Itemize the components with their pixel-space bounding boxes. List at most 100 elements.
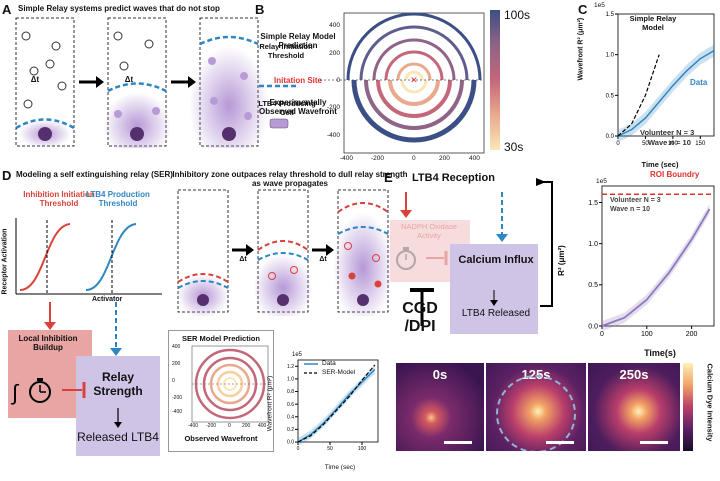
ser-rings: [191, 345, 269, 423]
e-chart-xlabel: Time(s): [644, 348, 676, 358]
panel-letter-e: E: [384, 170, 393, 185]
ser-frames: [177, 189, 393, 316]
e-wave-count: Wave n = 10: [610, 206, 651, 213]
ser-frame-1: [177, 189, 229, 316]
y-tick-label: 0.0: [588, 323, 598, 330]
e-chart-ylabel: R² (μm²): [556, 245, 566, 276]
d-chart-xlabel: Time (sec): [324, 464, 356, 471]
series-line-1: [617, 54, 660, 137]
x-tick-label: 100: [358, 446, 367, 452]
microscopy-frame-0s: 0s: [396, 363, 484, 451]
e-chart-exponent: 1e5: [596, 178, 607, 185]
data-label: Data: [690, 78, 708, 87]
volunteer-count: Volunteer N = 3: [640, 128, 695, 137]
xtick: 200: [242, 423, 251, 429]
plot-frame: [297, 359, 379, 443]
label-model-prediction: Simple Relay Model Prediction: [260, 32, 336, 50]
y-tick-label: 0.5: [606, 93, 615, 99]
relay-frame-2: [103, 17, 171, 148]
ltb4-released-label: LTB4 Released: [461, 308, 531, 319]
production-sigmoid: [85, 223, 137, 291]
ser-frame-2: [253, 189, 313, 316]
ltb4-reception-label: LTB4 Reception: [412, 172, 495, 184]
y-tick-label: 1.0: [606, 53, 615, 59]
ytick: 200: [329, 50, 340, 57]
inhibition-sigmoid: [19, 223, 71, 291]
x-tick-label: 50: [642, 141, 649, 147]
panel-e-flow: [390, 178, 553, 334]
y-tick-label: 1.5: [606, 12, 615, 18]
ser-dt-1: Δt: [239, 256, 247, 263]
panel-letter-a: A: [2, 2, 12, 17]
calcium-colorbar-label: Calcium Dye Intensity: [705, 363, 715, 442]
panel-b-rings: ✕: [320, 12, 485, 154]
sigmoid-curves: [15, 218, 162, 295]
relay-frame-1: [15, 17, 75, 148]
xtick: 0: [228, 423, 231, 429]
ser-frame-3: [333, 189, 393, 316]
x-tick-label: 0: [600, 331, 604, 338]
relay-strength-label: Relay Strength: [93, 370, 143, 398]
calcium-influx-label: Calcium Influx: [458, 254, 534, 266]
released-ltb4-label: Released LTB4: [77, 430, 159, 444]
plot-frame: [601, 185, 715, 327]
xtick: 200: [439, 155, 450, 162]
panel-b-colorbar: [490, 10, 500, 150]
svg-text:∫: ∫: [10, 380, 20, 405]
nadph-label: NADPH Oxidase Activity: [401, 222, 457, 240]
activator-label: Activator: [92, 296, 123, 303]
xtick: 400: [469, 155, 480, 162]
dt-label-2: Δt: [124, 75, 134, 84]
label-observed-wavefront: Experimentally Observed Wavefront: [259, 98, 337, 116]
microscopy-frame-250s: 250s: [588, 363, 680, 451]
series-line-0: [601, 208, 711, 327]
scale-bar: [444, 441, 472, 444]
ytick: 0: [172, 378, 175, 384]
series-line-0: [297, 368, 376, 443]
panel-letter-d: D: [2, 168, 12, 183]
arrow-1: [79, 76, 104, 88]
xtick: 0: [412, 155, 416, 162]
local-inhibition-label: Local Inhibition Buildup: [18, 334, 78, 352]
cgd-dpi-label: CGD /DPI: [402, 300, 438, 335]
calcium-colorbar: [683, 363, 693, 451]
ser-flow-diagram: ∫: [8, 302, 160, 456]
panel-b-yticks: 400 200 0 -200 -400: [320, 10, 340, 150]
xtick: -400: [340, 155, 354, 162]
panel-a-diagram: [15, 17, 297, 148]
d-chart-ylabel: Wavefront R² (μm²): [266, 375, 274, 432]
legend-cell-label: LTB4 Producing Cell: [258, 99, 316, 117]
plot-frame: [617, 13, 715, 137]
wave-count: Wave n = 10: [648, 138, 691, 147]
series-band-0: [298, 365, 375, 446]
x-tick-label: 150: [695, 141, 706, 147]
x-tick-label: 0: [297, 446, 300, 452]
ytick: -400: [326, 132, 340, 139]
model-rings: [346, 12, 482, 81]
ytick: -400: [172, 409, 183, 415]
legend-threshold-label: Relay Initiation Threshold: [259, 42, 313, 60]
ytick: -200: [326, 104, 340, 111]
x-tick-label: 100: [641, 331, 653, 338]
series-line-0: [617, 49, 715, 137]
model-label: Simple Relay Model: [629, 14, 677, 32]
x-tick-label: 100: [668, 141, 679, 147]
y-tick-label: 1.0: [588, 241, 598, 248]
e-volunteer-count: Volunteer N = 3: [610, 197, 661, 204]
timer-icon-e: [396, 247, 416, 270]
timer-icon: ∫: [10, 378, 51, 405]
panel-c-xlabel: Time (sec): [641, 160, 679, 169]
ytick: 0: [336, 77, 340, 84]
arrow-2: [171, 76, 196, 88]
y-tick-label: 1.0: [287, 377, 294, 383]
panel-c-exponent: 1e5: [594, 2, 605, 9]
ser-observed-label: Observed Wavefront: [184, 434, 258, 443]
initiation-site-marker: ✕: [410, 75, 418, 85]
y-tick-label: 0.8: [287, 389, 294, 395]
y-tick-label: 0.5: [588, 282, 598, 289]
panel-a-title: Simple Relay systems predict waves that …: [18, 4, 220, 13]
panel-letter-b: B: [255, 2, 265, 17]
wavefront-ring: [496, 375, 576, 451]
ser-arrow-2: [312, 244, 334, 256]
